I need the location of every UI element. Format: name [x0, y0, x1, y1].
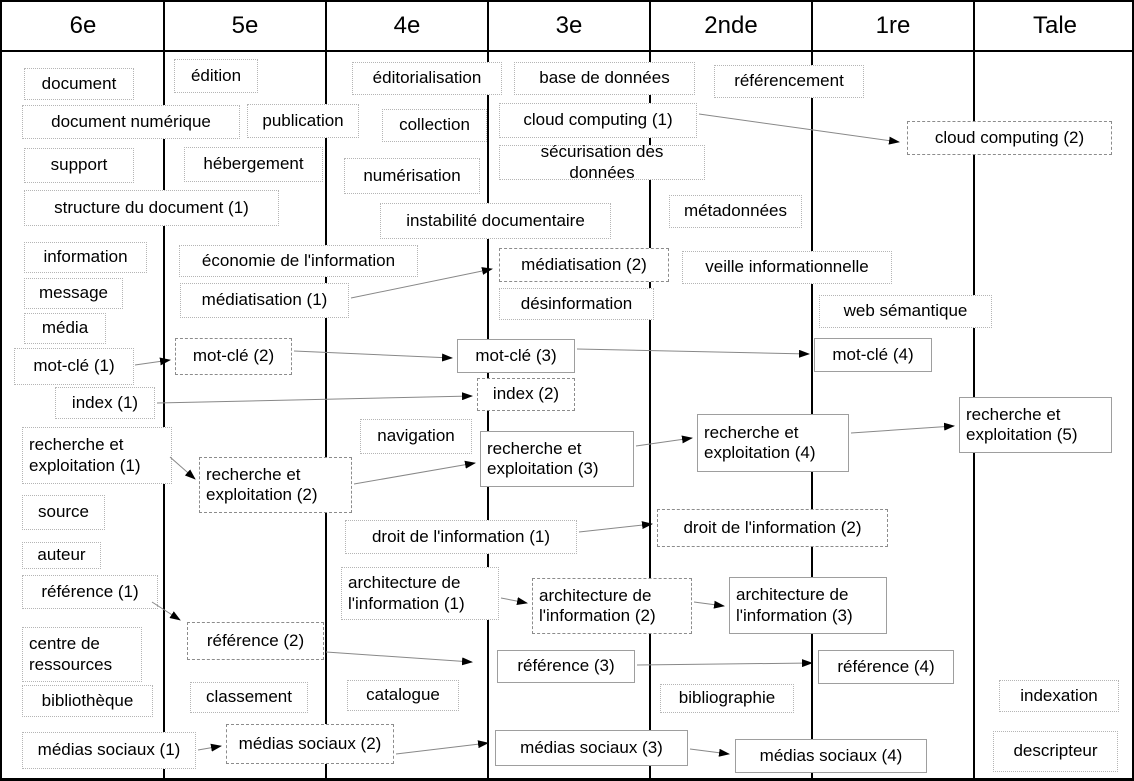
concept-box-edition: édition — [174, 59, 258, 93]
concept-box-architecture-de-l-information-2: architecture de l'information (2) — [532, 578, 692, 634]
concept-box-recherche-et-exploitation-1: recherche et exploitation (1) — [22, 427, 172, 484]
concept-box-editorialisation: éditorialisation — [352, 62, 502, 95]
concept-box-recherche-et-exploitation-4: recherche et exploitation (4) — [697, 414, 849, 472]
concept-box-bibliographie: bibliographie — [660, 684, 794, 713]
concept-box-instabilite-documentaire: instabilité documentaire — [380, 203, 611, 239]
column-separator — [163, 2, 165, 778]
concept-box-indexation: indexation — [999, 680, 1119, 712]
arrow-medias-sociaux-1-to-medias-sociaux-2 — [197, 743, 222, 752]
concept-box-media: média — [24, 313, 106, 344]
concept-box-structure-du-document-1: structure du document (1) — [24, 190, 279, 226]
arrow-architecture-de-l-information-1-to-architecture-de-l-information-2 — [500, 597, 528, 606]
concept-box-document-numerique: document numérique — [22, 105, 240, 139]
concept-box-message: message — [24, 278, 123, 309]
concept-box-reference-4: référence (4) — [818, 650, 954, 684]
concept-box-metadonnees: métadonnées — [669, 195, 802, 228]
column-header-2nde: 2nde — [704, 12, 758, 39]
arrow-medias-sociaux-3-to-medias-sociaux-4 — [689, 748, 730, 757]
concept-box-veille-informationnelle: veille informationnelle — [682, 251, 892, 284]
arrow-index-1-to-index-2 — [156, 392, 473, 404]
concept-box-referencement: référencement — [714, 65, 864, 98]
arrow-recherche-et-exploitation-2-to-recherche-et-exploitation-3 — [353, 460, 476, 485]
arrow-architecture-de-l-information-2-to-architecture-de-l-information-3 — [693, 600, 725, 609]
column-separator — [325, 2, 327, 778]
column-header-tale: Tale — [1032, 12, 1078, 39]
concept-box-reference-1: référence (1) — [22, 575, 158, 609]
concept-box-cloud-computing-1: cloud computing (1) — [499, 103, 697, 138]
concept-box-index-2: index (2) — [477, 378, 575, 411]
concept-box-recherche-et-exploitation-5: recherche et exploitation (5) — [959, 397, 1112, 453]
concept-box-hebergement: hébergement — [184, 147, 323, 182]
concept-box-collection: collection — [382, 109, 487, 142]
concept-box-index-1: index (1) — [55, 387, 155, 419]
concept-box-medias-sociaux-2: médias sociaux (2) — [226, 724, 394, 764]
concept-box-web-semantique: web sémantique — [819, 295, 992, 328]
concept-box-descripteur: descripteur — [993, 731, 1118, 772]
concept-box-medias-sociaux-1: médias sociaux (1) — [22, 732, 196, 769]
column-header-3e: 3e — [555, 12, 583, 39]
concept-box-architecture-de-l-information-1: architecture de l'information (1) — [341, 567, 499, 620]
arrow-recherche-et-exploitation-3-to-recherche-et-exploitation-4 — [635, 435, 693, 447]
concept-box-mediatisation-1: médiatisation (1) — [180, 283, 349, 318]
column-header-5e: 5e — [231, 12, 259, 39]
arrow-reference-3-to-reference-4 — [636, 659, 813, 668]
concept-box-reference-3: référence (3) — [497, 650, 635, 683]
concept-box-classement: classement — [190, 682, 308, 713]
column-separator — [811, 2, 813, 778]
concept-box-numerisation: numérisation — [344, 158, 480, 194]
concept-box-cloud-computing-2: cloud computing (2) — [907, 121, 1112, 155]
concept-box-source: source — [22, 495, 105, 530]
concept-box-publication: publication — [247, 104, 359, 138]
concept-box-medias-sociaux-4: médias sociaux (4) — [735, 739, 927, 773]
arrow-recherche-et-exploitation-4-to-recherche-et-exploitation-5 — [850, 422, 955, 434]
concept-box-economie-de-l-information: économie de l'information — [179, 245, 418, 277]
concept-box-securisation-des-donnees: sécurisation des données — [499, 142, 705, 182]
concept-box-base-de-donnees: base de données — [514, 62, 695, 95]
arrow-mot-cle-2-to-mot-cle-3 — [293, 350, 453, 362]
concept-box-droit-de-l-information-1: droit de l'information (1) — [345, 520, 577, 554]
concept-box-medias-sociaux-3: médias sociaux (3) — [495, 730, 688, 766]
concept-box-desinformation: désinformation — [499, 288, 654, 320]
concept-box-bibliotheque: bibliothèque — [22, 685, 153, 717]
concept-box-droit-de-l-information-2: droit de l'information (2) — [657, 509, 888, 547]
concept-box-recherche-et-exploitation-3: recherche et exploitation (3) — [480, 431, 634, 487]
concept-box-navigation: navigation — [360, 419, 472, 454]
concept-box-architecture-de-l-information-3: architecture de l'information (3) — [729, 577, 887, 634]
concept-box-support: support — [24, 148, 134, 183]
arrow-cloud-computing-1-to-cloud-computing-2 — [698, 113, 900, 145]
column-header-6e: 6e — [69, 12, 97, 39]
concept-box-mot-cle-2: mot-clé (2) — [175, 338, 292, 375]
concept-box-information: information — [24, 242, 147, 273]
column-separator — [649, 2, 651, 778]
concept-box-recherche-et-exploitation-2: recherche et exploitation (2) — [199, 457, 352, 513]
arrow-recherche-et-exploitation-1-to-recherche-et-exploitation-2 — [169, 456, 196, 480]
concept-box-document: document — [24, 68, 134, 100]
arrow-mot-cle-3-to-mot-cle-4 — [576, 348, 810, 358]
concept-box-auteur: auteur — [22, 542, 101, 569]
column-separator — [973, 2, 975, 778]
header-separator — [2, 50, 1132, 52]
column-header-4e: 4e — [393, 12, 421, 39]
arrow-medias-sociaux-2-to-medias-sociaux-3 — [395, 740, 489, 755]
concept-box-centre-de-ressources: centre de ressources — [22, 627, 142, 682]
column-header-1re: 1re — [875, 12, 911, 39]
concept-box-mot-cle-4: mot-clé (4) — [814, 338, 932, 372]
concept-box-mot-cle-3: mot-clé (3) — [457, 339, 575, 373]
arrow-droit-de-l-information-1-to-droit-de-l-information-2 — [578, 521, 653, 533]
concept-box-catalogue: catalogue — [347, 680, 459, 711]
concept-box-mot-cle-1: mot-clé (1) — [14, 348, 134, 385]
arrow-reference-2-to-reference-3 — [325, 651, 473, 666]
concept-box-reference-2: référence (2) — [187, 622, 324, 660]
concept-box-mediatisation-2: médiatisation (2) — [499, 248, 669, 282]
